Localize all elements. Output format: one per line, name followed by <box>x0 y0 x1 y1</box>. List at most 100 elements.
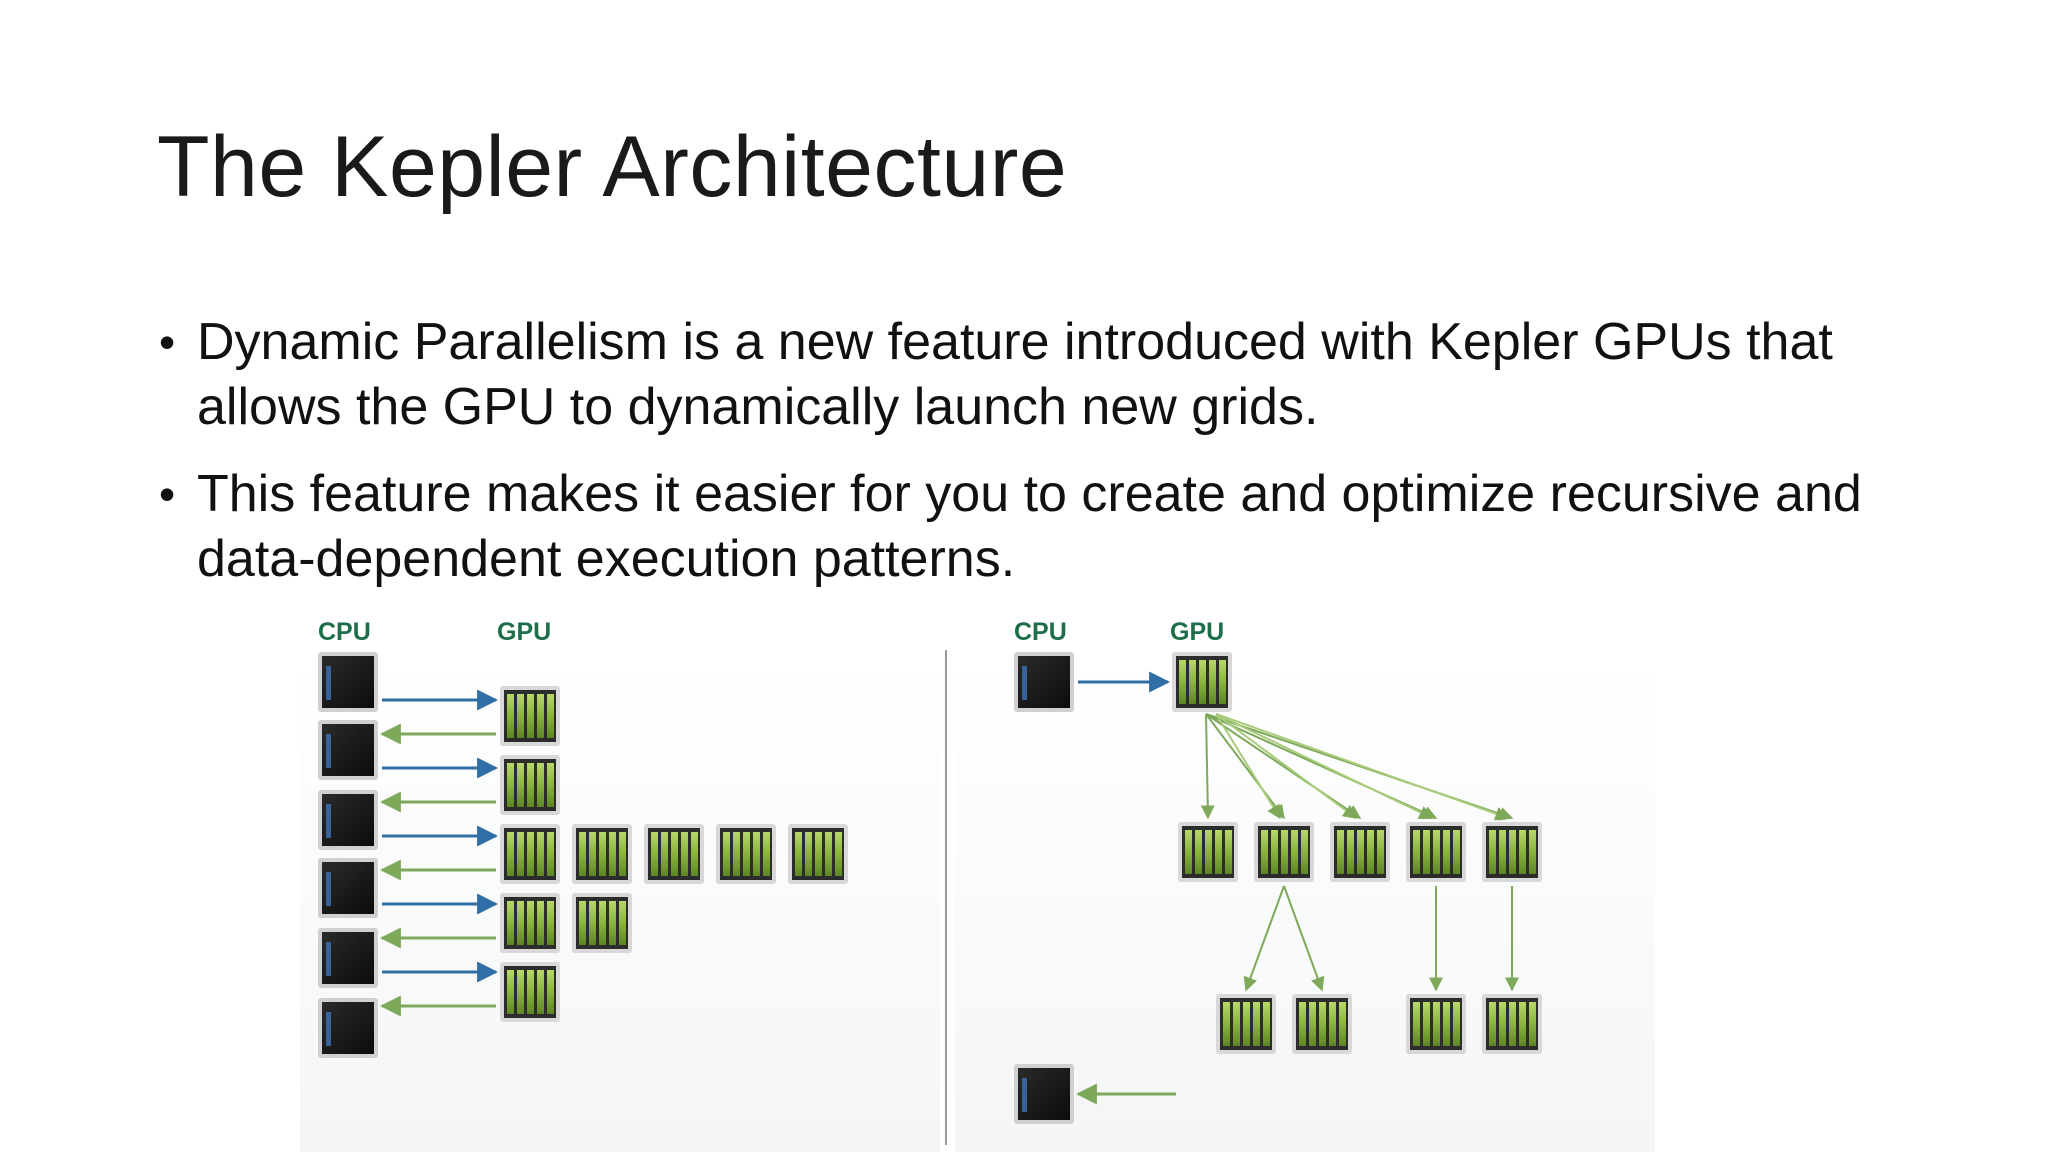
arrow-icon <box>1215 713 1434 819</box>
gpu-core-bar <box>1489 1002 1496 1046</box>
gpu-core-bar <box>1179 660 1186 704</box>
gpu-core-bar <box>1243 1002 1250 1046</box>
gpu-core-bar <box>815 832 822 876</box>
gpu-core-bar <box>1199 660 1206 704</box>
bullet-marker: • <box>159 316 176 368</box>
gpu-core-bar <box>589 832 596 876</box>
gpu-core-bar <box>619 901 626 945</box>
gpu-core-bar <box>1529 830 1536 874</box>
arrow-icon <box>1215 713 1358 819</box>
gpu-core-bar <box>805 832 812 876</box>
gpu-core-bar <box>1225 830 1232 874</box>
gpu-core-bar <box>1509 1002 1516 1046</box>
cpu-chip-stripe <box>326 804 331 838</box>
gpu-core-bar <box>1357 830 1364 874</box>
gpu-core-bar <box>547 763 554 807</box>
gpu-core-bar <box>1261 830 1268 874</box>
bullet-item: • Dynamic Parallelism is a new feature i… <box>157 310 1957 440</box>
arrow-icon <box>1205 713 1285 820</box>
gpu-core-bar <box>609 901 616 945</box>
gpu-core-bar <box>599 901 606 945</box>
gpu-core-bar <box>763 832 770 876</box>
right-cpu-label: CPU <box>1014 618 1067 646</box>
gpu-core-bar <box>1223 1002 1230 1046</box>
arrow-icon <box>1215 713 1510 821</box>
gpu-core-bar <box>651 832 658 876</box>
gpu-core-bar <box>579 832 586 876</box>
gpu-core-bar <box>517 970 524 1014</box>
gpu-core-bar <box>507 901 514 945</box>
cpu-chip-stripe <box>326 1012 331 1046</box>
gpu-core-bar <box>1337 830 1344 874</box>
gpu-core-bar <box>1499 830 1506 874</box>
cpu-chip-stripe <box>1022 666 1027 700</box>
bullet-list: • Dynamic Parallelism is a new feature i… <box>157 310 1957 614</box>
cpu-chip-stripe <box>326 942 331 976</box>
gpu-core-bar <box>661 832 668 876</box>
gpu-core-bar <box>507 694 514 738</box>
left-cpu-label: CPU <box>318 618 371 646</box>
gpu-core-bar <box>1453 830 1460 874</box>
gpu-core-bar <box>691 832 698 876</box>
gpu-core-bar <box>1443 830 1450 874</box>
gpu-core-bar <box>1281 830 1288 874</box>
gpu-core-bar <box>589 901 596 945</box>
gpu-core-bar <box>1453 1002 1460 1046</box>
gpu-core-bar <box>723 832 730 876</box>
gpu-core-bar <box>1377 830 1384 874</box>
gpu-core-bar <box>1215 830 1222 874</box>
gpu-core-bar <box>1433 1002 1440 1046</box>
gpu-core-bar <box>1195 830 1202 874</box>
gpu-core-bar <box>1309 1002 1316 1046</box>
gpu-core-bar <box>1319 1002 1326 1046</box>
gpu-core-bar <box>547 970 554 1014</box>
gpu-core-bar <box>1299 1002 1306 1046</box>
gpu-core-bar <box>537 832 544 876</box>
gpu-core-bar <box>547 832 554 876</box>
gpu-core-bar <box>1347 830 1354 874</box>
gpu-core-bar <box>527 832 534 876</box>
gpu-core-bar <box>527 694 534 738</box>
gpu-core-bar <box>671 832 678 876</box>
gpu-core-bar <box>599 832 606 876</box>
arrow-icon <box>1215 713 1281 820</box>
gpu-core-bar <box>1529 1002 1536 1046</box>
gpu-core-bar <box>1519 830 1526 874</box>
cpu-chip-stripe <box>326 666 331 700</box>
gpu-core-bar <box>1219 660 1226 704</box>
gpu-core-bar <box>1489 830 1496 874</box>
arrow-icon <box>1283 885 1325 992</box>
gpu-core-bar <box>619 832 626 876</box>
gpu-core-bar <box>1413 1002 1420 1046</box>
gpu-core-bar <box>1329 1002 1336 1046</box>
gpu-core-bar <box>517 694 524 738</box>
gpu-core-bar <box>1271 830 1278 874</box>
gpu-core-bar <box>537 970 544 1014</box>
gpu-core-bar <box>537 694 544 738</box>
gpu-core-bar <box>753 832 760 876</box>
gpu-core-bar <box>1301 830 1308 874</box>
gpu-core-bar <box>1433 830 1440 874</box>
gpu-core-bar <box>733 832 740 876</box>
cpu-chip-stripe <box>1022 1078 1027 1112</box>
gpu-core-bar <box>1189 660 1196 704</box>
gpu-core-bar <box>517 901 524 945</box>
gpu-core-bar <box>1253 1002 1260 1046</box>
slide-title: The Kepler Architecture <box>157 119 1068 215</box>
gpu-core-bar <box>1423 830 1430 874</box>
gpu-core-bar <box>537 763 544 807</box>
gpu-core-bar <box>517 763 524 807</box>
cpu-chip-stripe <box>326 734 331 768</box>
gpu-core-bar <box>1499 1002 1506 1046</box>
gpu-core-bar <box>795 832 802 876</box>
gpu-core-bar <box>1205 830 1212 874</box>
gpu-core-bar <box>1443 1002 1450 1046</box>
gpu-core-bar <box>579 901 586 945</box>
cpu-chip-stripe <box>326 872 331 906</box>
bullet-marker: • <box>159 468 176 520</box>
bullet-text: Dynamic Parallelism is a new feature int… <box>197 313 1833 436</box>
gpu-core-bar <box>507 763 514 807</box>
